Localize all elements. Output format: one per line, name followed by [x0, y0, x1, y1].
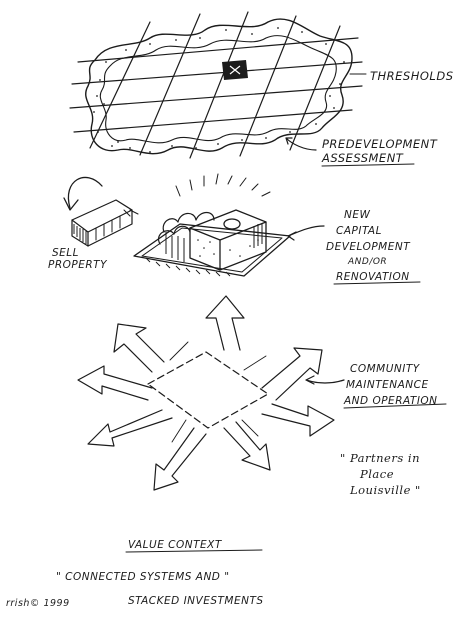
predevelopment-label-line1: PREDEVELOPMENT	[322, 137, 438, 151]
thresholds-grid-sketch	[70, 12, 362, 158]
thresholds-label: THRESHOLDS	[370, 69, 454, 83]
partners-label-line3: Louisville "	[349, 483, 421, 497]
new-capital-arrow-icon	[288, 226, 324, 240]
predevelopment-label-line2: ASSESSMENT	[321, 151, 404, 165]
new-label-line5: RENOVATION	[336, 271, 410, 283]
new-label-line2: CAPITAL	[336, 225, 382, 237]
new-label-line4: AND/OR	[347, 257, 387, 267]
quote-line2: STACKED INVESTMENTS	[128, 595, 264, 607]
signature-text: rrish© 1999	[6, 598, 70, 609]
partners-label-line2: Place	[359, 467, 394, 481]
new-label-line3: DEVELOPMENT	[326, 241, 411, 253]
community-arrows-sketch	[78, 296, 334, 490]
community-arrow-icon	[306, 376, 344, 384]
new-label-line1: NEW	[344, 209, 370, 221]
new-capital-development-sketch	[134, 174, 290, 276]
partners-label-line1: " Partners in	[340, 451, 420, 465]
sell-property-sketch	[64, 177, 138, 246]
quote-line1: " CONNECTED SYSTEMS AND "	[56, 571, 230, 583]
sell-label-line1: SELL	[52, 247, 79, 259]
community-label-line1: COMMUNITY	[350, 363, 421, 375]
value-context-title: VALUE CONTEXT	[128, 539, 223, 551]
sell-label-line2: PROPERTY	[48, 259, 108, 271]
community-label-line2: MAINTENANCE	[346, 379, 429, 391]
